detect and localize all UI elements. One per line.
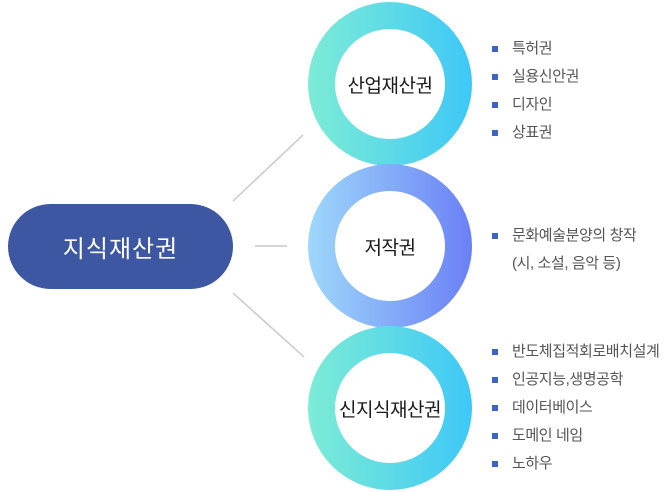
root-node-label: 지식재산권 (62, 236, 179, 263)
bullet-square-icon (492, 233, 498, 239)
bullet-square-icon (492, 130, 498, 136)
list-item: 실용신안권 (492, 63, 579, 91)
list-item: 특허권 (492, 35, 579, 63)
list-item-label: 반도체집적회로배치설계 (512, 343, 660, 360)
list-item-label: 도메인 네임 (512, 427, 583, 444)
circle-node-label: 저작권 (364, 237, 416, 259)
bullet-square-icon (492, 349, 498, 355)
list-item: 반도체집적회로배치설계 (492, 338, 660, 366)
circle-node-label: 신지식재산권 (339, 399, 441, 421)
circle-node-inner: 산업재산권 (335, 29, 445, 139)
list-item-label: 실용신안권 (512, 68, 580, 85)
circle-node-inner: 신지식재산권 (335, 353, 445, 463)
list-item-label: 문화예술분양의 창작(시, 소설, 음악 등) (512, 227, 637, 272)
list-item-label: 노하우 (512, 455, 553, 472)
list-item-label: 인공지능,생명공학 (512, 371, 623, 388)
list-item: 상표권 (492, 119, 579, 147)
circle-node-inner: 저작권 (335, 191, 445, 301)
bullet-square-icon (492, 74, 498, 80)
bullet-square-icon (492, 102, 498, 108)
connector-line-bottom (232, 292, 305, 358)
list-item-label: 데이터베이스 (512, 399, 593, 416)
bullet-square-icon (492, 46, 498, 52)
bullet-square-icon (492, 433, 498, 439)
bullet-square-icon (492, 377, 498, 383)
list-item: 문화예술분양의 창작(시, 소설, 음악 등) (492, 222, 637, 278)
list-item: 노하우 (492, 450, 659, 478)
circle-node-copyright: 저작권 (308, 164, 472, 328)
circle-node-new-ip: 신지식재산권 (308, 326, 472, 490)
list-item: 디자인 (492, 91, 579, 119)
list-item: 데이터베이스 (492, 394, 659, 422)
list-item-label: 상표권 (512, 124, 553, 141)
bullet-list-copyright: 문화예술분양의 창작(시, 소설, 음악 등) (492, 222, 637, 278)
circle-node-label: 산업재산권 (347, 75, 433, 97)
list-item-label: 특허권 (512, 40, 553, 57)
bullet-square-icon (492, 461, 498, 467)
list-item-label: 디자인 (512, 96, 553, 113)
list-item: 인공지능,생명공학 (492, 366, 659, 394)
root-node: 지식재산권 (8, 204, 233, 289)
list-item: 도메인 네임 (492, 422, 659, 450)
circle-node-industrial-property: 산업재산권 (308, 2, 472, 166)
bullet-square-icon (492, 405, 498, 411)
connector-line-top (232, 134, 304, 202)
